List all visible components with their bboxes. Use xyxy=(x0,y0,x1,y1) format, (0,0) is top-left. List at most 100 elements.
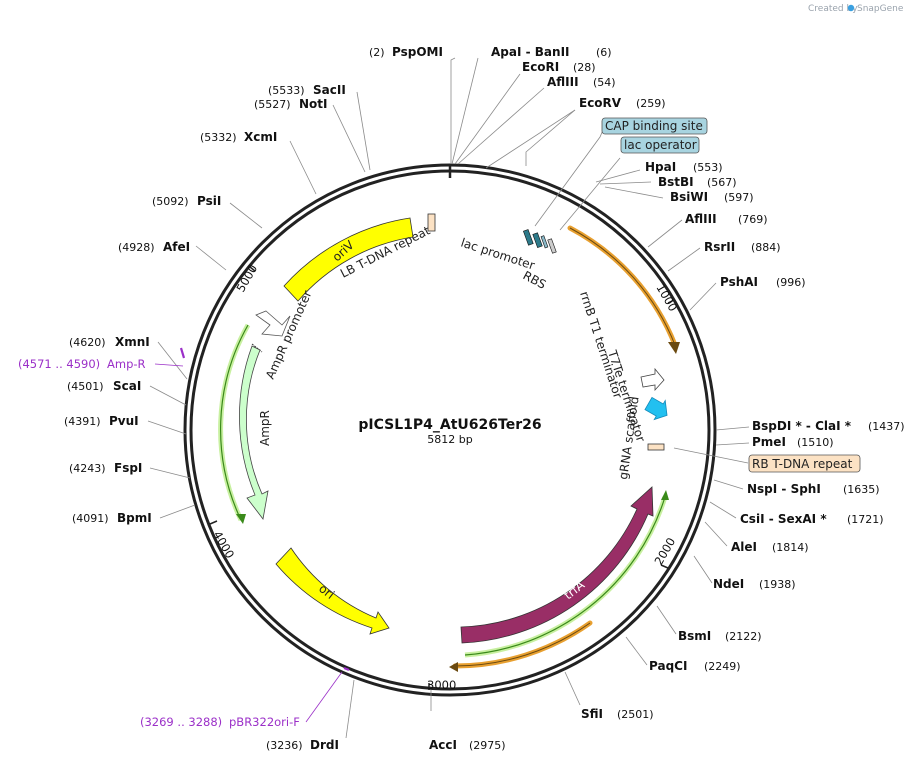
lb-tdna-box[interactable] xyxy=(427,213,436,232)
enzyme-paqci[interactable]: PaqCI xyxy=(649,659,687,673)
enzyme-pos: (1814) xyxy=(772,541,809,554)
enzyme-pos: (996) xyxy=(776,276,806,289)
enzyme-pos: (769) xyxy=(738,213,768,226)
ori-feature[interactable] xyxy=(275,547,390,635)
enzyme-bsmi[interactable]: BsmI xyxy=(678,629,711,643)
pbr322ori-primer-mark[interactable] xyxy=(343,666,350,672)
grna-scaffold-arrow[interactable] xyxy=(643,394,673,424)
ampr-promoter-arrow[interactable] xyxy=(255,310,291,337)
enzyme-pmei[interactable]: PmeI xyxy=(752,435,786,449)
plasmid-size: 5812 bp xyxy=(427,433,472,446)
trfa-feature[interactable] xyxy=(460,486,654,644)
credit-text: Created by xyxy=(808,4,858,14)
enzyme-drdi[interactable]: DrdI xyxy=(310,738,339,752)
amp-r-primer-name[interactable]: Amp-R xyxy=(107,357,146,371)
enzyme-pos: (5533) xyxy=(268,84,305,97)
lac-promoter-label: lac promoter xyxy=(459,236,536,273)
enzyme-alei[interactable]: AleI xyxy=(731,540,757,554)
enzyme-pos: (597) xyxy=(724,191,754,204)
rb-tdna-repeat-label-box[interactable]: RB T-DNA repeat xyxy=(748,454,861,473)
enzyme-pos: (4243) xyxy=(69,462,106,475)
enzyme-pos: (2501) xyxy=(617,708,654,721)
enzyme-pos: (5527) xyxy=(254,98,291,111)
enzyme-bstbi[interactable]: BstBI xyxy=(658,175,694,189)
amp-r-primer-range: (4571 .. 4590) xyxy=(18,357,100,371)
enzyme-pos: (2122) xyxy=(725,630,762,643)
ampr-feature[interactable] xyxy=(239,345,269,520)
enzyme-sacii[interactable]: SacII xyxy=(313,83,346,97)
amp-r-primer-mark[interactable] xyxy=(179,347,186,359)
tick-3000: 3000 xyxy=(427,678,456,692)
enzyme-pos: (5092) xyxy=(152,195,189,208)
tick-5000: 5000 xyxy=(233,262,260,294)
enzyme-bsiwi[interactable]: BsiWI xyxy=(670,190,708,204)
enzyme-ndei[interactable]: NdeI xyxy=(713,577,744,591)
enzyme-pos: (2) xyxy=(369,46,385,59)
leader-lines xyxy=(147,57,750,739)
enzyme-noti[interactable]: NotI xyxy=(299,97,328,111)
lac-operator-label-box[interactable]: lac operator xyxy=(620,136,700,154)
enzyme-afei[interactable]: AfeI xyxy=(163,240,190,254)
rb-tdna-box[interactable] xyxy=(647,443,665,451)
enzyme-pshai[interactable]: PshAI xyxy=(720,275,758,289)
rbs-label: RBS xyxy=(521,268,549,292)
enzyme-pos: (1721) xyxy=(847,513,884,526)
enzyme-apai-banii[interactable]: ApaI - BanII xyxy=(491,45,570,59)
plasmid-name: pICSL1P4_AtU626Ter26 xyxy=(358,417,541,433)
enzyme-rsrii[interactable]: RsrII xyxy=(704,240,735,254)
enzyme-pvui[interactable]: PvuI xyxy=(109,414,139,428)
enzyme-ecorv[interactable]: EcoRV xyxy=(579,96,622,110)
enzyme-nspi-sphi[interactable]: NspI - SphI xyxy=(747,482,821,496)
enzyme-pos: (4928) xyxy=(118,241,155,254)
t7te-terminator-arrow[interactable] xyxy=(640,367,665,392)
enzyme-pos: (567) xyxy=(707,176,737,189)
enzyme-pos: (4391) xyxy=(64,415,101,428)
enzyme-pos: (4501) xyxy=(67,380,104,393)
enzyme-pos: (1437) xyxy=(868,420,905,433)
lac-promoter-feature[interactable] xyxy=(522,229,557,254)
enzyme-pos: (2249) xyxy=(704,660,741,673)
enzyme-pos: (1510) xyxy=(797,436,834,449)
enzyme-acci[interactable]: AccI xyxy=(429,738,457,752)
enzyme-afliii-1[interactable]: AflIII xyxy=(547,75,579,89)
credit-brand: SnapGene xyxy=(857,4,904,14)
enzyme-psii[interactable]: PsiI xyxy=(197,194,221,208)
enzyme-pos: (5332) xyxy=(200,131,237,144)
enzyme-pos: (28) xyxy=(573,61,596,74)
enzyme-pos: (1635) xyxy=(843,483,880,496)
enzyme-pos: (3236) xyxy=(266,739,303,752)
cap-binding-site-label-box[interactable]: CAP binding site xyxy=(601,117,708,135)
svg-text:5000: 5000 xyxy=(233,262,260,294)
enzyme-pos: (1938) xyxy=(759,578,796,591)
enzyme-ecori[interactable]: EcoRI xyxy=(522,60,559,74)
enzyme-hpai[interactable]: HpaI xyxy=(645,160,676,174)
ampr-label: AmpR xyxy=(258,410,272,446)
enzyme-bspdi-clai[interactable]: BspDI * - ClaI * xyxy=(752,419,852,433)
enzyme-sfii[interactable]: SfiI xyxy=(581,707,603,721)
enzyme-xmni[interactable]: XmnI xyxy=(115,335,150,349)
svg-text:lac operator: lac operator xyxy=(624,138,697,152)
svg-text:2000: 2000 xyxy=(651,535,678,567)
enzyme-pos: (259) xyxy=(636,97,666,110)
enzyme-bpmi[interactable]: BpmI xyxy=(117,511,152,525)
enzyme-csii-sexai[interactable]: CsiI - SexAI * xyxy=(740,512,827,526)
enzyme-pos: (4091) xyxy=(72,512,109,525)
enzyme-pspomi[interactable]: PspOMI xyxy=(392,45,443,59)
enzyme-xcmi[interactable]: XcmI xyxy=(244,130,277,144)
ampr-outline-arc xyxy=(220,324,249,521)
oriv-feature[interactable] xyxy=(283,217,414,302)
enzyme-afliii-2[interactable]: AflIII xyxy=(685,212,717,226)
enzyme-pos: (553) xyxy=(693,161,723,174)
svg-text:CAP binding site: CAP binding site xyxy=(605,119,703,133)
pbr322ori-primer-name[interactable]: pBR322ori-F xyxy=(229,715,300,729)
tick-4000: 4000 xyxy=(209,520,237,561)
enzyme-fspi[interactable]: FspI xyxy=(114,461,142,475)
snapgene-logo-icon xyxy=(847,4,855,12)
pbr322ori-primer-range: (3269 .. 3288) xyxy=(140,715,222,729)
enzyme-scai[interactable]: ScaI xyxy=(113,379,141,393)
enzyme-pos: (884) xyxy=(751,241,781,254)
svg-text:3000: 3000 xyxy=(427,678,456,692)
enzyme-pos: (4620) xyxy=(69,336,106,349)
enzyme-pos: (2975) xyxy=(469,739,506,752)
